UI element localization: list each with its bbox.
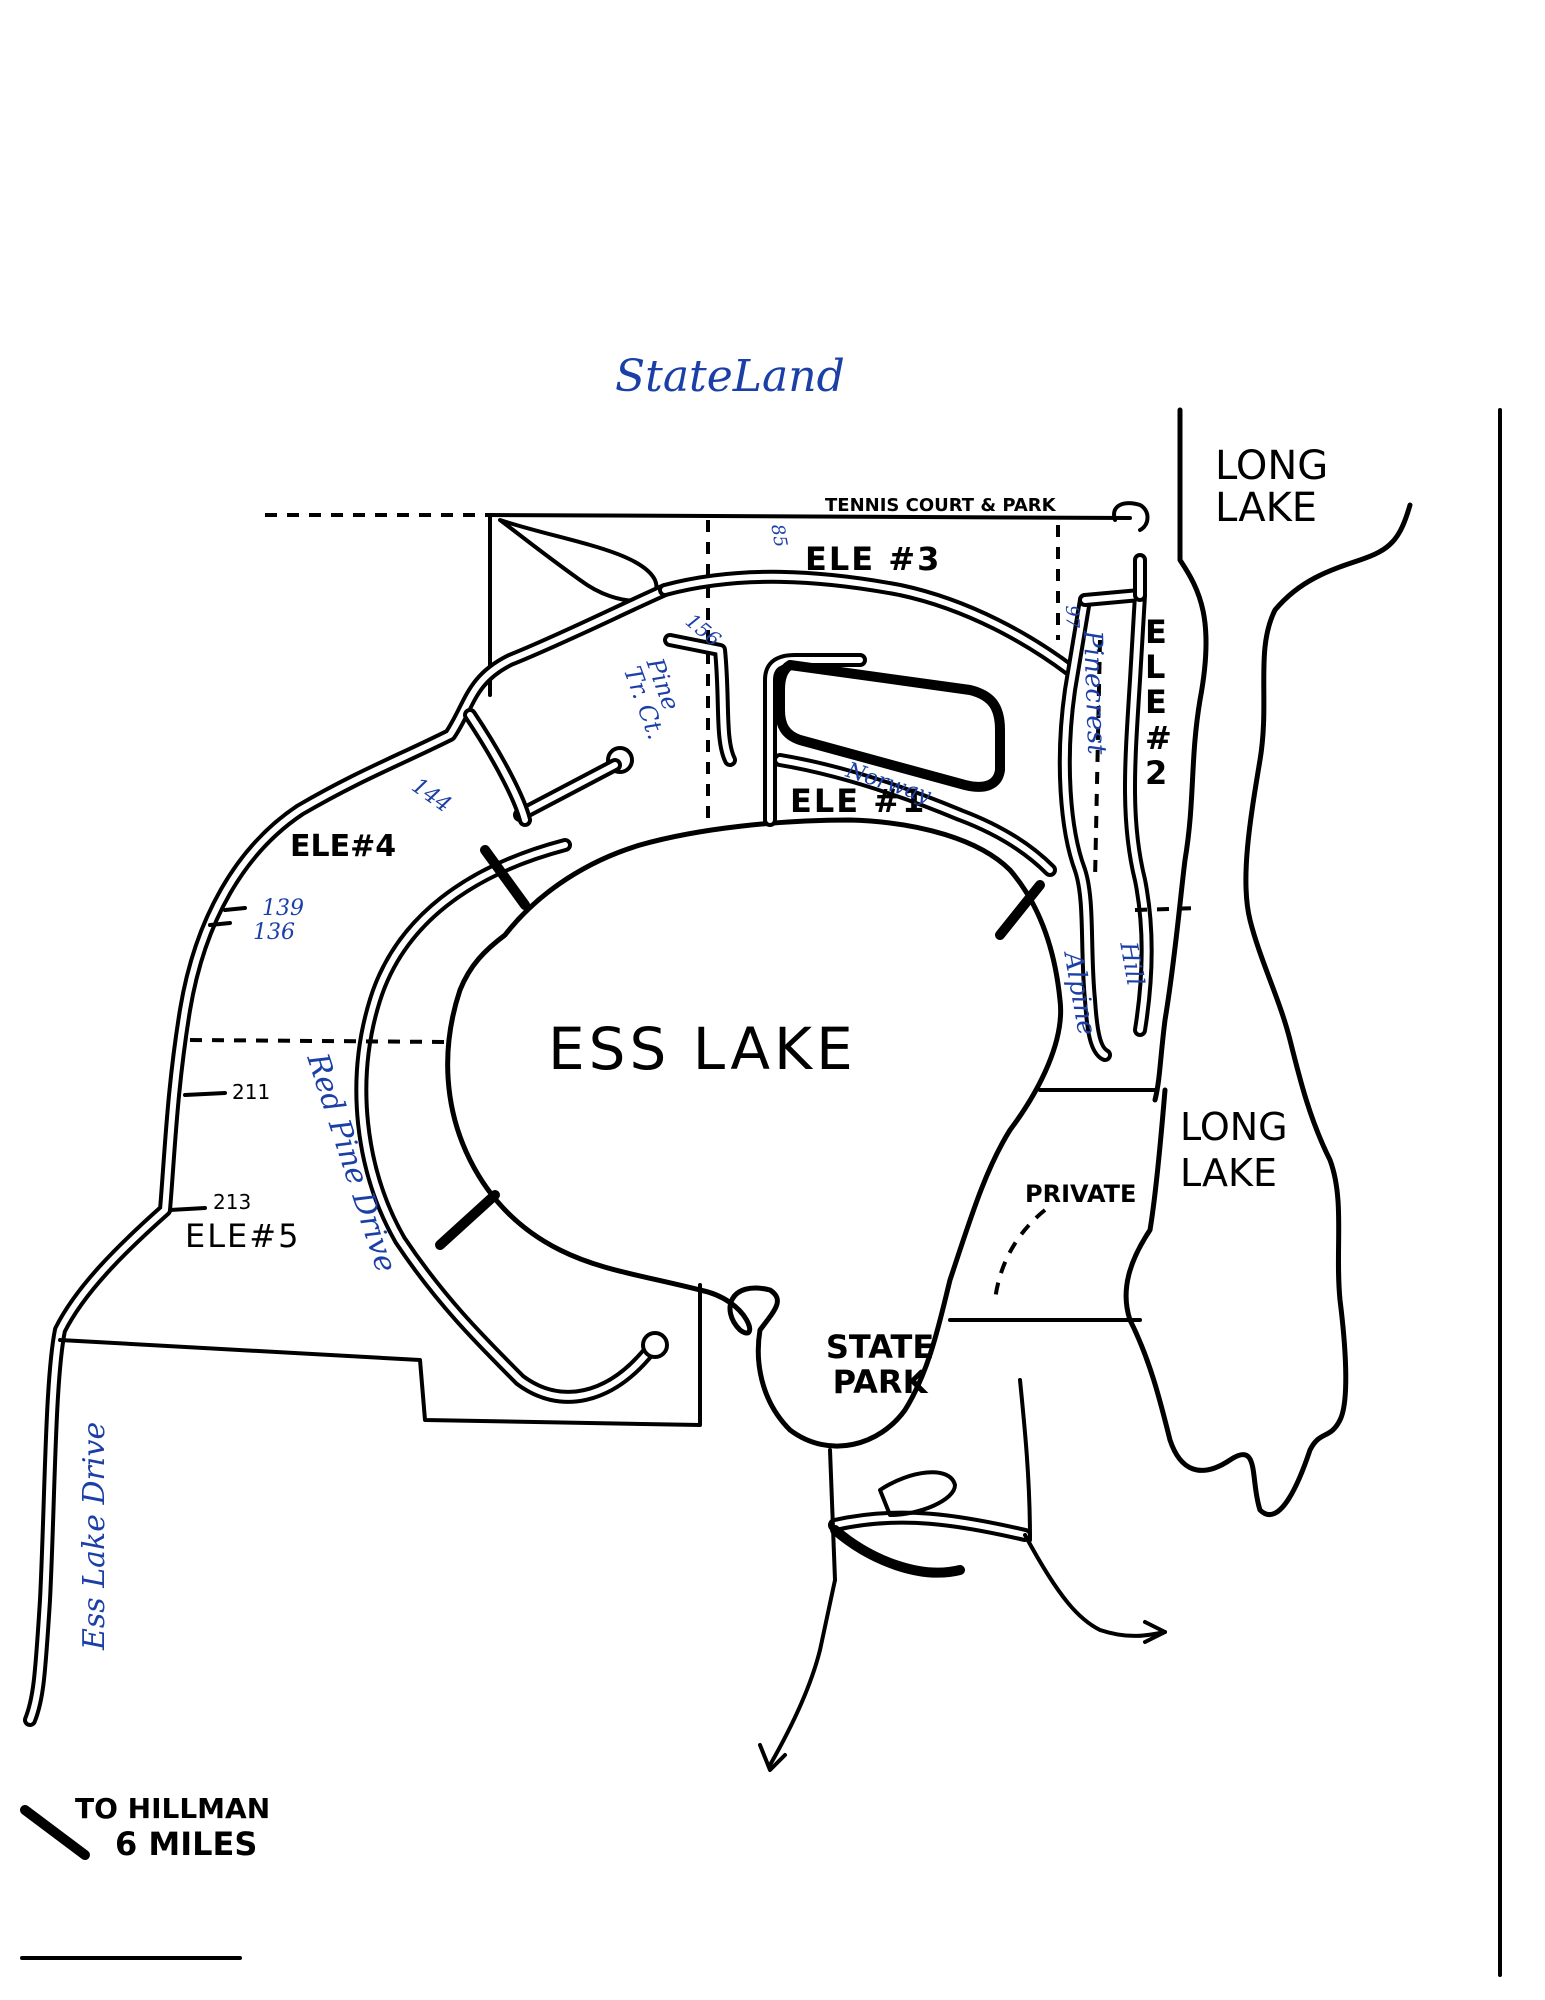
ess-lake-shore bbox=[445, 817, 1064, 1449]
long-lake-west-shore-upper bbox=[1152, 407, 1209, 1103]
dashed-line-hill bbox=[1134, 906, 1201, 912]
ele1-block bbox=[775, 660, 1005, 792]
private-label: PRIVATE bbox=[1025, 1180, 1137, 1208]
ele3-label: ELE #3 bbox=[805, 540, 942, 578]
lot-211: 211 bbox=[232, 1080, 271, 1104]
state-park-label: STATE PARK bbox=[825, 1328, 935, 1402]
ele4-label: ELE#4 bbox=[290, 829, 397, 864]
state-park-east-line bbox=[1018, 1378, 1032, 1542]
lot-tick-211 bbox=[183, 1091, 227, 1097]
private-dashed-path bbox=[993, 1208, 1047, 1301]
lot-85: 85 bbox=[766, 522, 791, 549]
red-pine-drive-road bbox=[354, 838, 657, 1404]
road-south-out bbox=[768, 1578, 837, 1767]
tennis-court-symbol bbox=[1112, 501, 1150, 532]
to-hillman-label: TO HILLMAN bbox=[75, 1792, 271, 1825]
loop-south bbox=[830, 1525, 965, 1578]
road-east-out bbox=[1023, 1533, 1167, 1638]
ess-lake-drive-label: Ess Lake Drive bbox=[77, 1421, 112, 1650]
arrow-south bbox=[758, 1743, 787, 1772]
ele5-label: ELE#5 bbox=[185, 1217, 301, 1255]
dashed-lot-line-pinecrest bbox=[1093, 639, 1102, 881]
pinecrest-label: Pinecrest bbox=[1077, 629, 1112, 756]
ess-lake-label: ESS LAKE bbox=[548, 1015, 857, 1083]
long-lake-top-label: LONG LAKE bbox=[1215, 443, 1329, 531]
ele4-ele5-divider bbox=[189, 1038, 451, 1044]
state-park-pond bbox=[878, 1470, 957, 1517]
lot-tick-136 bbox=[208, 921, 232, 927]
lot-tick-213 bbox=[168, 1206, 207, 1212]
connector-1 bbox=[480, 845, 530, 910]
south-parcel-line bbox=[58, 1283, 702, 1427]
arrow-east bbox=[1143, 1620, 1167, 1644]
to-hillman-arrow bbox=[20, 1805, 90, 1860]
lot-tick-139 bbox=[223, 906, 247, 912]
lot-97: 97 bbox=[1061, 604, 1083, 629]
ele2-label: E L E # 2 bbox=[1145, 613, 1172, 792]
state-land-label: StateLand bbox=[615, 351, 845, 402]
connector-2 bbox=[435, 1190, 500, 1250]
boundary-top bbox=[488, 513, 1132, 520]
long-lake-shore bbox=[1123, 502, 1413, 1517]
lot-213: 213 bbox=[213, 1190, 252, 1214]
connector-3 bbox=[995, 880, 1045, 940]
pond-top bbox=[498, 518, 659, 603]
hill-label: Hill bbox=[1114, 939, 1150, 988]
lot-136: 136 bbox=[253, 920, 295, 945]
ele1-label: ELE #1 bbox=[790, 782, 927, 820]
tennis-court-label: TENNIS COURT & PARK bbox=[825, 495, 1056, 516]
to-hillman-miles-label: 6 MILES bbox=[115, 1825, 258, 1863]
lot-139: 139 bbox=[262, 896, 304, 921]
state-park-west-line bbox=[828, 1448, 837, 1582]
long-lake-bottom-label: LONG LAKE bbox=[1180, 1105, 1288, 1195]
cul-de-sac-south bbox=[641, 1331, 669, 1359]
